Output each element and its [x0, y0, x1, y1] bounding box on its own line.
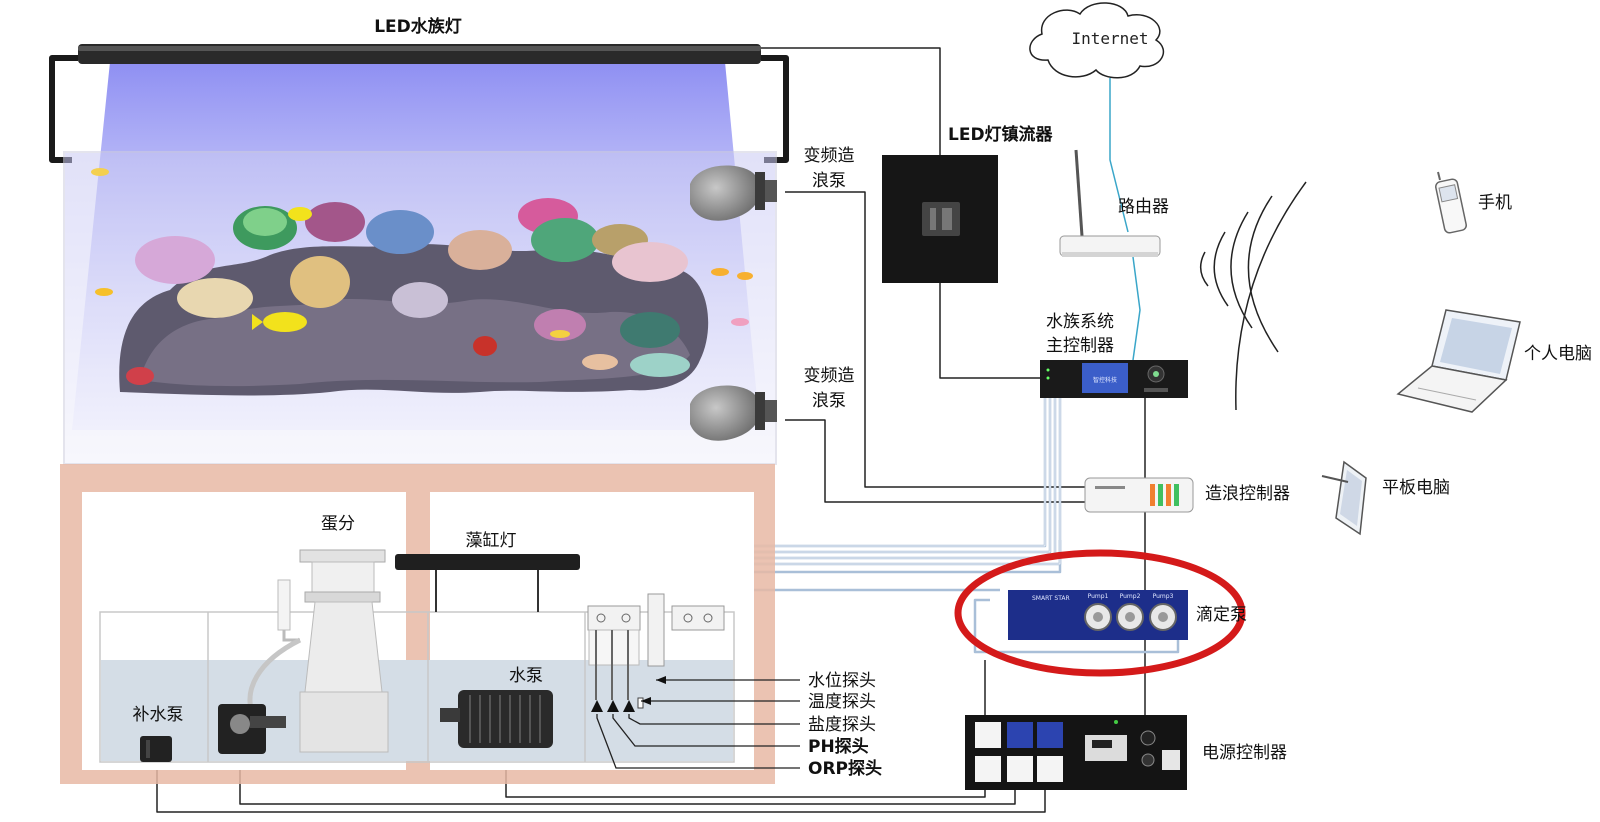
label-ballast: LED灯镇流器 — [948, 124, 1054, 145]
label-main-controller-line2: 主控制器 — [1046, 336, 1114, 356]
label-main-controller-line1: 水族系统 — [1046, 312, 1114, 332]
dosing-pump-highlight — [954, 549, 1246, 677]
label-pc: 个人电脑 — [1524, 344, 1592, 364]
algae-lamp — [395, 554, 580, 612]
tablet-icon — [1321, 460, 1367, 536]
router — [1059, 149, 1161, 257]
label-tablet: 平板电脑 — [1382, 478, 1450, 498]
internet-cloud — [1029, 2, 1164, 79]
label-led-light: LED水族灯 — [374, 16, 462, 37]
label-water-pump: 水泵 — [509, 666, 543, 686]
display-tank — [63, 151, 777, 465]
label-wave-controller: 造浪控制器 — [1205, 484, 1290, 504]
label-algae-light: 藻缸灯 — [466, 530, 517, 551]
dosing-pump1-label: Pump1 — [1088, 593, 1109, 600]
label-wave-pump-1-line2: 浪泵 — [812, 171, 846, 191]
probe-callout-arrows — [641, 676, 666, 705]
wave-pump-bottom — [690, 385, 777, 441]
dosing-pump2-label: Pump2 — [1120, 593, 1141, 600]
main-controller: 智控科技 — [1040, 360, 1188, 398]
label-probe-ph: PH探头 — [808, 736, 869, 757]
laptop-icon — [1396, 309, 1521, 413]
label-probe-salinity: 盐度探头 — [808, 715, 876, 735]
power-controller — [965, 715, 1187, 790]
wifi-signal-icon — [1199, 181, 1307, 411]
wave-controller — [1084, 477, 1194, 513]
label-wave-pump-2-line1: 变频造 — [804, 366, 855, 386]
controller-screen-text: 智控科技 — [1093, 376, 1117, 384]
water-pump — [440, 690, 553, 748]
dosing-pump: SMART STAR Pump1 Pump2 Pump3 — [1008, 590, 1188, 640]
label-probe-orp: ORP探头 — [808, 758, 882, 779]
topoff-pump — [140, 736, 172, 762]
label-probe-water-level: 水位探头 — [808, 671, 876, 691]
probe-callouts — [596, 679, 800, 769]
label-wave-pump-2-line2: 浪泵 — [812, 391, 846, 411]
label-phone: 手机 — [1478, 193, 1512, 213]
label-router: 路由器 — [1118, 197, 1169, 217]
label-probe-temperature: 温度探头 — [808, 692, 876, 712]
probe-holders — [587, 593, 725, 712]
label-dosing-pump: 滴定泵 — [1196, 605, 1247, 625]
label-wave-pump-1-line1: 变频造 — [804, 146, 855, 166]
dosing-pump3-label: Pump3 — [1153, 593, 1174, 600]
dosing-brand: SMART STAR — [1032, 595, 1070, 602]
skimmer-pump — [218, 704, 286, 754]
wave-pump-top — [690, 165, 777, 221]
protein-skimmer — [247, 549, 389, 753]
label-internet: Internet — [1071, 29, 1148, 48]
label-skimmer: 蛋分 — [321, 514, 355, 534]
phone-icon — [1435, 171, 1467, 234]
label-power-controller: 电源控制器 — [1202, 743, 1287, 763]
label-topoff-pump: 补水泵 — [133, 705, 184, 725]
led-ballast — [882, 155, 998, 283]
